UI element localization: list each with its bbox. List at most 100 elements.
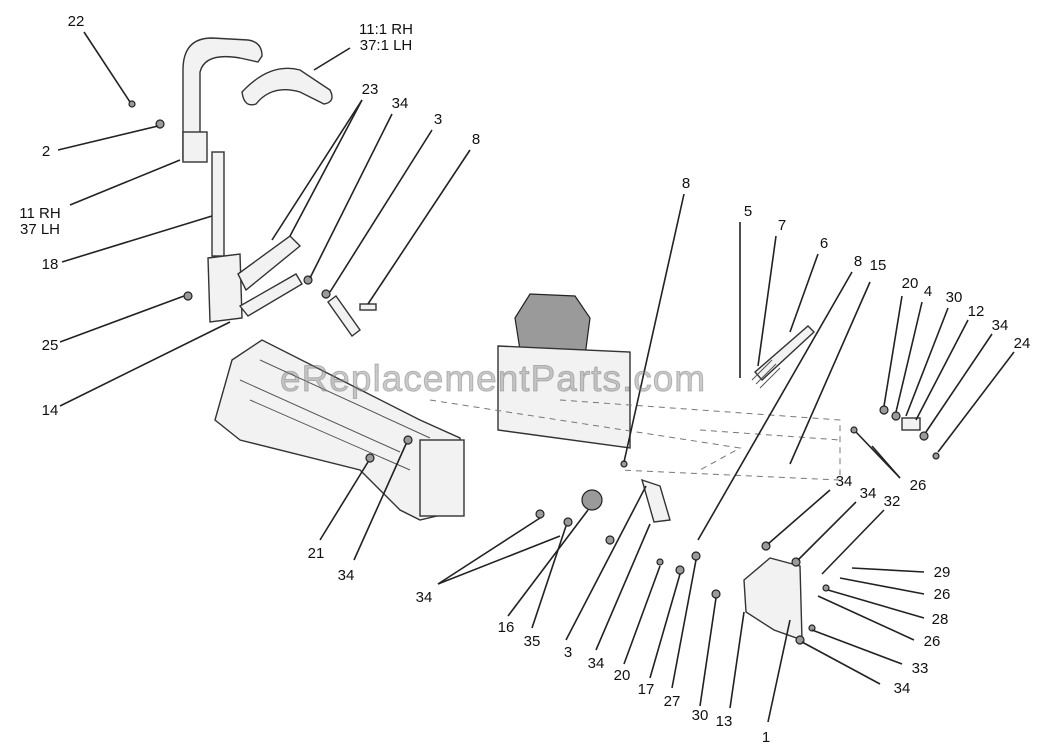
leader-7: [757, 235, 777, 367]
leader-30b: [699, 597, 717, 707]
hardware-12-part: [901, 417, 921, 431]
link-rod-3-part: [327, 295, 361, 337]
callout-34g: 34: [415, 589, 433, 606]
callout-11rh-37lh: 11 RH 37 LH: [19, 206, 60, 238]
callout-30b: 30: [691, 707, 709, 724]
callout-15: 15: [869, 257, 887, 274]
leader-8c: [697, 271, 853, 541]
callout-25: 25: [41, 337, 59, 354]
handle-grip-part: [241, 67, 333, 106]
callout-8a: 8: [471, 131, 481, 148]
callout-21: 21: [307, 545, 325, 562]
spring-7-part: [751, 359, 781, 389]
leader-2: [57, 125, 159, 151]
leader-ratio: [313, 47, 351, 71]
hardware-4-part: [891, 411, 901, 421]
callout-34a: 34: [391, 95, 409, 112]
callout-17: 17: [637, 681, 655, 698]
callout-34f: 34: [587, 655, 605, 672]
callout-5: 5: [743, 203, 753, 220]
leader-35: [531, 525, 567, 629]
hardware-30b-part: [711, 589, 721, 599]
leader-6: [789, 253, 819, 333]
leader-17: [649, 573, 681, 679]
leader-13: [729, 611, 745, 709]
leader-34g-1: [437, 517, 541, 585]
leader-8a: [367, 149, 471, 305]
callout-1: 1: [761, 729, 771, 746]
callout-3b: 3: [563, 644, 573, 661]
callout-27: 27: [663, 693, 681, 710]
callout-34b: 34: [991, 317, 1009, 334]
callout-6: 6: [819, 235, 829, 252]
frame-rail-detail: [239, 359, 431, 471]
leader-3b: [565, 485, 647, 641]
leader-22: [83, 31, 131, 103]
leader-16: [507, 509, 589, 617]
leader-26b: [839, 577, 925, 595]
callout-18: 18: [41, 256, 59, 273]
callout-28: 28: [931, 611, 949, 628]
callout-29: 29: [933, 564, 951, 581]
callout-3a: 3: [433, 111, 443, 128]
leader-33: [811, 629, 903, 665]
leader-4: [895, 301, 923, 413]
mount-outline: [559, 399, 841, 481]
hardware-28-part: [822, 584, 830, 592]
nut-34-part: [321, 289, 331, 299]
callout-35: 35: [523, 633, 541, 650]
leader-15: [789, 281, 871, 465]
leader-34c: [767, 489, 831, 545]
leader-21: [319, 461, 369, 541]
callout-33: 33: [911, 660, 929, 677]
leader-23a: [271, 99, 363, 241]
callout-ratio-lh-text: 37:1 LH: [359, 37, 413, 54]
leader-34b: [925, 333, 993, 433]
leader-34g-2: [437, 535, 561, 585]
leader-32: [821, 509, 885, 575]
callout-37lh-text: 37 LH: [19, 221, 61, 238]
callout-16: 16: [497, 619, 515, 636]
callout-26c: 26: [923, 633, 941, 650]
callout-8c: 8: [853, 253, 863, 270]
leader-26a-2: [871, 445, 901, 479]
callout-20a: 20: [901, 275, 919, 292]
callout-ratio-rh-text: 11:1 RH: [359, 21, 413, 38]
leader-28: [827, 589, 925, 619]
bracket-1-part: [743, 557, 803, 642]
leader-24: [937, 351, 1015, 453]
leader-20a: [883, 295, 903, 407]
leader-1: [767, 619, 791, 723]
washer-35-part: [563, 517, 573, 527]
hardware-27-part: [691, 551, 701, 561]
pin-8-part: [359, 303, 377, 311]
lever-arm-lower-part: [238, 273, 303, 317]
callout-30a: 30: [945, 289, 963, 306]
leader-3a: [329, 129, 433, 293]
callout-22: 22: [67, 13, 85, 30]
callout-32: 32: [883, 493, 901, 510]
callout-34c: 34: [835, 473, 853, 490]
rod-18-part: [211, 151, 225, 257]
center-lever-part: [640, 478, 671, 523]
callout-26b: 26: [933, 586, 951, 603]
callout-13: 13: [715, 713, 733, 730]
hardware-20-part: [879, 405, 889, 415]
callout-20b: 20: [613, 667, 631, 684]
callout-12: 12: [967, 303, 985, 320]
callout-23: 23: [361, 81, 379, 98]
leader-34f: [595, 523, 651, 651]
callout-ratio: 11:1 RH 37:1 LH: [359, 22, 413, 54]
leader-18: [61, 215, 213, 263]
callout-11rh-text: 11 RH: [19, 205, 61, 222]
mount-outline-2: [429, 399, 742, 471]
leader-25: [59, 295, 185, 343]
hardware-20b-part: [656, 558, 664, 566]
pump-mount-plate: [497, 345, 631, 449]
bracket-14-part: [207, 253, 243, 323]
callout-8b: 8: [681, 175, 691, 192]
leader-14: [59, 321, 231, 407]
callout-2: 2: [41, 143, 51, 160]
watermark-text: eReplacementParts.com: [279, 358, 707, 400]
